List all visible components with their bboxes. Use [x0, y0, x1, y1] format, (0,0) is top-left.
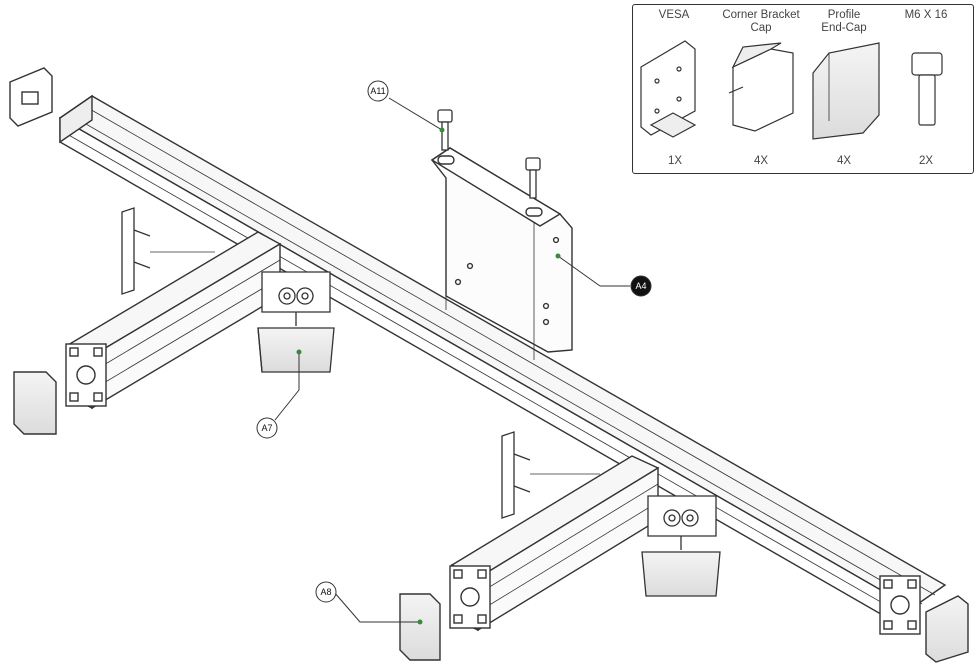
profile-end-cap-part-icon — [812, 42, 880, 140]
left-profile-end-cap — [13, 371, 57, 435]
part-title-profile-end-cap: Profile End-Cap — [821, 9, 867, 34]
callout-a11: A11 — [367, 80, 445, 133]
callout-a7: A7 — [256, 349, 302, 439]
part-qty-corner-bracket-cap: 4X — [753, 155, 769, 167]
right-profile-end-cap — [925, 595, 969, 663]
part-title-m6-bolt: M6 X 16 — [904, 9, 948, 21]
m6-bolt-part-icon — [911, 52, 943, 126]
parts-legend-icons — [640, 40, 943, 140]
upper-cross-extrusion — [65, 231, 282, 410]
callout-a8-label: A8 — [320, 587, 331, 597]
lower-side-bracket — [501, 431, 600, 519]
callout-a8: A8 — [315, 581, 423, 625]
m6-bolt-left — [437, 109, 453, 151]
vesa-plate — [430, 147, 573, 360]
callout-a11-label: A11 — [370, 86, 385, 96]
main-extrusion-end-profile — [879, 575, 921, 635]
m6-bolt-right — [525, 157, 541, 199]
upper-side-bracket — [121, 207, 215, 295]
part-qty-vesa: 1X — [667, 155, 683, 167]
lower-corner-bracket — [641, 495, 721, 597]
corner-bracket-cap-part-icon — [728, 42, 794, 132]
vesa-part-icon — [640, 40, 697, 138]
part-qty-m6-bolt: 2X — [918, 155, 934, 167]
part-title-corner-bracket-cap: Corner Bracket Cap — [722, 9, 800, 34]
parts-legend-box: VESA Corner Bracket Cap Profile End-Cap … — [632, 4, 974, 174]
lower-cross-extrusion — [449, 455, 660, 632]
part-qty-profile-end-cap: 4X — [836, 155, 852, 167]
part-title-vesa: VESA — [658, 9, 690, 21]
callout-a4-label: A4 — [635, 281, 646, 291]
bottom-profile-end-cap — [399, 593, 441, 661]
upper-left-end-cap — [9, 67, 53, 127]
callout-a7-label: A7 — [261, 423, 272, 433]
callout-a4: A4 — [555, 253, 652, 297]
upper-corner-bracket — [257, 271, 335, 373]
